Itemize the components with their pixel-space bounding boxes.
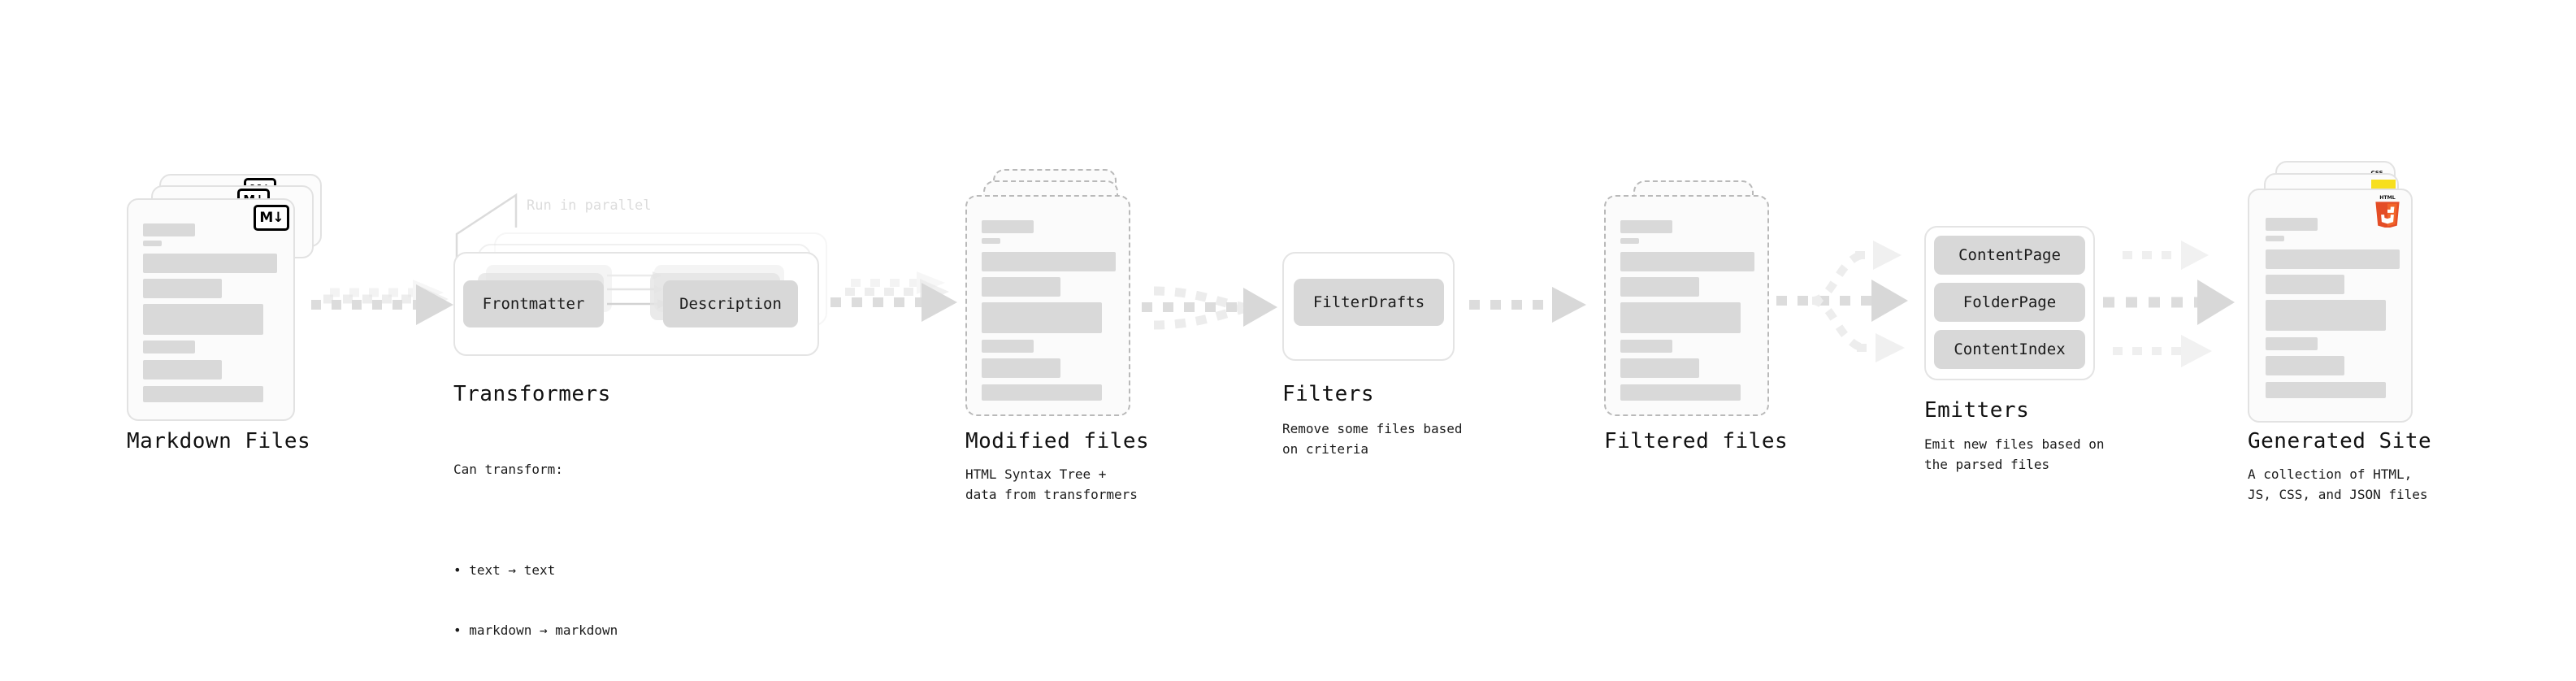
filters-description: Remove some files based on criteria [1282, 421, 1463, 457]
list-item: • markdown → markdown [453, 622, 618, 638]
skeleton-bar [2266, 300, 2386, 331]
frontmatter-pill[interactable]: Frontmatter [463, 280, 604, 327]
skeleton-bar [143, 223, 195, 236]
generated-site-description: A collection of HTML, JS, CSS, and JSON … [2248, 466, 2428, 502]
skeleton-bar [2266, 337, 2318, 350]
skeleton-bar [143, 279, 222, 298]
skeleton-bar [982, 238, 1000, 244]
arrow-emitters-to-site [2103, 241, 2235, 367]
markdown-badge: M↓ [254, 205, 289, 231]
filtered-files-title: Filtered files [1604, 429, 1789, 453]
skeleton-bar [2266, 249, 2400, 269]
skeleton-bar [1620, 220, 1672, 233]
svg-text:HTML: HTML [2379, 195, 2396, 201]
skeleton-bar [143, 254, 277, 273]
list-item: • text → text [453, 562, 556, 578]
skeleton-bar [1620, 340, 1672, 353]
skeleton-bar [1620, 277, 1699, 297]
skeleton-bar [1620, 384, 1741, 401]
folderpage-pill[interactable]: FolderPage [1934, 283, 2085, 322]
arrow-modified-to-filters [1142, 286, 1277, 330]
skeleton-bar [143, 360, 222, 380]
skeleton-bar [982, 384, 1102, 401]
filterdrafts-pill[interactable]: FilterDrafts [1294, 279, 1444, 326]
contentpage-pill[interactable]: ContentPage [1934, 236, 2085, 275]
run-in-parallel-bracket [455, 193, 518, 263]
arrow-filters-to-filtered [1469, 287, 1586, 323]
filters-title: Filters [1282, 382, 1375, 406]
skeleton-bar [2266, 275, 2344, 294]
skeleton-bar [1620, 302, 1741, 333]
skeleton-bar [982, 277, 1060, 297]
transformers-title: Transformers [453, 382, 611, 406]
skeleton-bar [2266, 236, 2284, 241]
transformers-bullet-list: • text → text • markdown → markdown • ht… [453, 520, 618, 681]
skeleton-bar [982, 302, 1102, 333]
skeleton-bar [1620, 358, 1699, 378]
skeleton-bar [982, 340, 1034, 353]
description-pill[interactable]: Description [663, 280, 798, 327]
skeleton-bar [2266, 356, 2344, 375]
skeleton-bar [143, 340, 195, 354]
skeleton-bar [2266, 382, 2386, 398]
run-in-parallel-label: Run in parallel [527, 197, 652, 214]
html5-icon: HTML [2375, 195, 2400, 228]
skeleton-bar [2266, 218, 2318, 231]
skeleton-bar [143, 386, 263, 402]
skeleton-bar [143, 304, 263, 335]
arrow-markdown-to-transformers [311, 280, 453, 325]
skeleton-bar [143, 241, 162, 246]
emitters-title: Emitters [1924, 398, 2030, 423]
modified-files-title: Modified files [965, 429, 1150, 453]
transformers-subtitle-heading: Can transform: [453, 461, 563, 477]
emitters-description: Emit new files based on the parsed files [1924, 436, 2105, 472]
skeleton-bar [982, 358, 1060, 378]
skeleton-bar [1620, 238, 1639, 244]
skeleton-bar [982, 220, 1034, 233]
skeleton-bar [982, 252, 1116, 271]
transformers-description: Can transform: • text → text • markdown … [453, 419, 618, 681]
skeleton-bar [1620, 252, 1754, 271]
contentindex-pill[interactable]: ContentIndex [1934, 330, 2085, 369]
markdown-files-title: Markdown Files [127, 429, 311, 453]
modified-files-description: HTML Syntax Tree + data from transformer… [965, 466, 1138, 502]
arrow-transformers-to-modified [830, 271, 957, 322]
arrow-filtered-to-emitters [1776, 241, 1908, 362]
generated-site-title: Generated Site [2248, 429, 2432, 453]
